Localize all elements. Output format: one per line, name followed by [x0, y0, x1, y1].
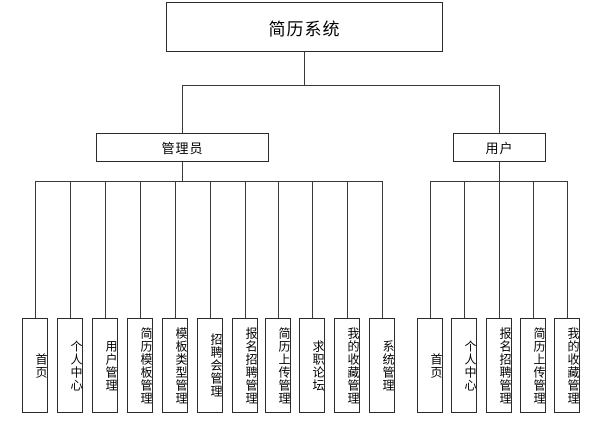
connector-admin-bus [35, 181, 382, 182]
connector-user-child-2 [499, 181, 500, 318]
leaf-admin-0-label: 首页 [34, 352, 48, 379]
node-user-label: 用户 [485, 142, 514, 157]
leaf-admin-2: 用户管理 [92, 318, 118, 413]
connector-user-child-3 [533, 181, 534, 318]
leaf-admin-5: 招聘会管理 [197, 318, 223, 413]
leaf-user-1-label: 个人中心 [463, 339, 477, 392]
connector-admin-child-2 [105, 181, 106, 318]
connector-admin-child-3 [140, 181, 141, 318]
connector-admin-child-4 [175, 181, 176, 318]
leaf-user-2-label: 报名招聘管理 [498, 326, 512, 405]
connector-admin-drop [182, 162, 183, 182]
node-root-system: 简历系统 [166, 2, 443, 52]
leaf-admin-9: 我的收藏管理 [334, 318, 360, 413]
leaf-admin-1-label: 个人中心 [69, 339, 83, 392]
leaf-admin-6-label: 报名招聘管理 [244, 326, 258, 405]
leaf-admin-9-label: 我的收藏管理 [346, 326, 360, 405]
leaf-user-1: 个人中心 [451, 318, 477, 413]
connector-admin-child-6 [245, 181, 246, 318]
leaf-admin-5-label: 招聘会管理 [209, 333, 223, 398]
leaf-admin-10: 系统管理 [369, 318, 395, 413]
connector-admin-child-9 [347, 181, 348, 318]
connector-admin-child-5 [210, 181, 211, 318]
leaf-user-0-label: 首页 [429, 352, 443, 379]
connector-to-admin [182, 85, 183, 133]
connector-to-user [499, 85, 500, 133]
leaf-admin-8-label: 求职论坛 [311, 339, 325, 392]
node-user: 用户 [453, 133, 546, 162]
leaf-admin-0: 首页 [22, 318, 48, 413]
leaf-admin-10-label: 系统管理 [381, 339, 395, 392]
leaf-user-2: 报名招聘管理 [486, 318, 512, 413]
leaf-user-4-label: 我的收藏管理 [566, 326, 580, 405]
leaf-admin-7: 简历上传管理 [265, 318, 291, 413]
connector-root-drop [304, 52, 305, 85]
leaf-admin-1: 个人中心 [57, 318, 83, 413]
node-admin-label: 管理员 [161, 142, 204, 157]
leaf-admin-3-label: 简历模板管理 [139, 326, 153, 405]
connector-user-child-0 [430, 181, 431, 318]
leaf-admin-6: 报名招聘管理 [232, 318, 258, 413]
connector-user-child-4 [567, 181, 568, 318]
node-admin: 管理员 [96, 133, 269, 162]
connector-admin-child-8 [312, 181, 313, 318]
connector-admin-child-1 [70, 181, 71, 318]
connector-user-child-1 [464, 181, 465, 318]
connector-admin-child-7 [278, 181, 279, 318]
connector-admin-child-0 [35, 181, 36, 318]
connector-level1-bus [182, 85, 500, 86]
leaf-user-4: 我的收藏管理 [554, 318, 580, 413]
connector-admin-child-10 [382, 181, 383, 318]
leaf-admin-2-label: 用户管理 [104, 339, 118, 392]
leaf-admin-4: 模板类型管理 [162, 318, 188, 413]
leaf-user-3: 简历上传管理 [520, 318, 546, 413]
leaf-admin-7-label: 简历上传管理 [277, 326, 291, 405]
connector-user-drop [499, 162, 500, 182]
leaf-admin-4-label: 模板类型管理 [174, 326, 188, 405]
leaf-admin-8: 求职论坛 [299, 318, 325, 413]
leaf-user-0: 首页 [417, 318, 443, 413]
node-root-label: 简历系统 [268, 19, 341, 40]
leaf-admin-3: 简历模板管理 [127, 318, 153, 413]
leaf-user-3-label: 简历上传管理 [532, 326, 546, 405]
